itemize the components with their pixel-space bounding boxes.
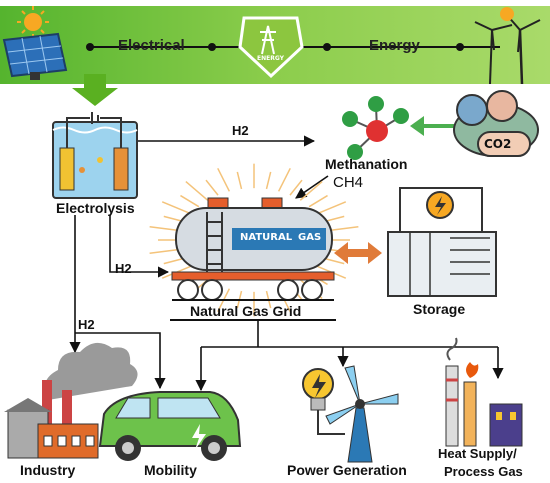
gas-tank-car-icon [171,197,335,301]
sun-icon [17,6,49,38]
factory-icon [4,342,138,459]
h2-flow-label-grid: H2 [115,261,132,276]
tank-label: NATURAL [240,232,293,243]
burst-ray [217,167,231,192]
electric-car-icon [98,391,242,461]
burst-ray [180,194,200,208]
process-gas-label: Process Gas [444,464,523,479]
h2-flow-label-left: H2 [78,317,95,332]
storage-exchange-arrow [334,242,382,264]
banner-label-energy: Energy [369,37,420,54]
energy-badge-icon [238,16,304,79]
natural-gas-grid-label: Natural Gas Grid [190,303,302,319]
burst-ray [277,167,291,192]
energy-badge-text: ENERGY [257,55,284,62]
electrolysis-label: Electrolysis [56,200,135,216]
down-arrow [72,74,118,106]
banner-label-electrical: Electrical [118,37,185,54]
ch4-flow-label: CH4 [333,174,364,191]
power-generation-label: Power Generation [287,462,407,478]
burst-ray [299,180,323,201]
burst-ray [316,201,347,215]
industry-label: Industry [20,462,76,478]
windmill-icon [325,365,399,463]
burst-ray [236,171,243,190]
mobility-label: Mobility [144,462,197,478]
methanation-label: Methanation [325,156,408,172]
tank-label-2: GAS [298,232,322,243]
co2-text: CO2 [484,137,512,151]
burst-ray [161,201,192,215]
molecule-icon [342,96,409,160]
burst-ray [185,180,209,201]
storage-cabinet-icon [387,187,497,297]
co2-cloud-icon [453,90,539,157]
solar-panel-icon [2,32,68,80]
lightbulb-icon [302,368,345,435]
heat-supply-label: Heat Supply/ [438,446,517,461]
burst-ray [289,179,303,196]
h2-flow-label-top: H2 [232,123,249,138]
burst-ray [265,171,272,190]
burst-ray [205,179,219,196]
electrolyzer-icon [52,112,138,199]
storage-label: Storage [413,301,466,317]
power-plant-icon [445,337,523,447]
burst-ray [308,194,328,208]
wind-turbine-icon [474,7,541,85]
